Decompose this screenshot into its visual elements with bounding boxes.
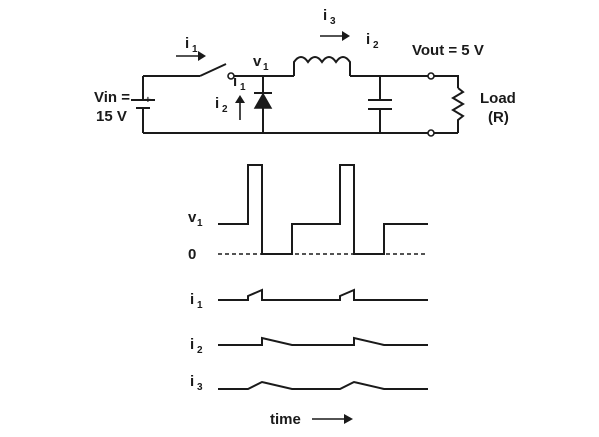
zero-label: 0 bbox=[188, 246, 196, 263]
time-arrow-icon bbox=[312, 414, 353, 424]
diode-triangle bbox=[253, 92, 273, 109]
vin-label: Vin = bbox=[94, 89, 130, 106]
i1-wave-label: i bbox=[190, 291, 194, 308]
i1-switch-sub: 1 bbox=[240, 82, 246, 93]
i1-top-sub: 1 bbox=[192, 44, 198, 55]
i2-inductor-label: i bbox=[366, 31, 370, 48]
v1-node-label: v bbox=[253, 53, 262, 70]
load-resistor bbox=[451, 87, 465, 133]
load-r-label: (R) bbox=[488, 109, 509, 126]
wire-to-load-top bbox=[434, 75, 459, 88]
v1-wave-label: v bbox=[188, 209, 197, 226]
circuit-schematic: Vin = 15 V + i 1 i 1 v 1 i 2 i 3 i 2 Vou… bbox=[94, 7, 516, 137]
vin-value: 15 V bbox=[96, 108, 127, 125]
i1-top-label: i bbox=[185, 35, 189, 52]
i2-wave-label: i bbox=[190, 336, 194, 353]
arrow-i2-up-icon bbox=[235, 95, 245, 120]
waveforms: v 1 0 i 1 i 2 i 3 time bbox=[188, 164, 428, 428]
i1-switch-label: i bbox=[233, 73, 237, 90]
vout-label: Vout = 5 V bbox=[412, 42, 484, 59]
v1-waveform bbox=[218, 164, 428, 255]
v1-node-sub: 1 bbox=[263, 62, 269, 73]
i2-wave-sub: 2 bbox=[197, 345, 203, 356]
output-terminal-bottom bbox=[427, 129, 435, 137]
inductor-coil bbox=[293, 56, 351, 76]
arrow-i3-icon bbox=[320, 31, 350, 41]
i2-diode-label: i bbox=[215, 95, 219, 112]
output-terminal-top bbox=[427, 72, 435, 80]
i2-diode-sub: 2 bbox=[222, 104, 228, 115]
i1-waveform bbox=[218, 288, 428, 301]
i3-waveform bbox=[218, 380, 428, 390]
i2-waveform bbox=[218, 336, 428, 346]
i1-wave-sub: 1 bbox=[197, 300, 203, 311]
switch-blade bbox=[199, 63, 227, 77]
i3-wave-label: i bbox=[190, 373, 194, 390]
i2-inductor-sub: 2 bbox=[373, 40, 379, 51]
time-label: time bbox=[270, 411, 301, 428]
battery-plus: + bbox=[145, 95, 151, 106]
v1-wave-sub: 1 bbox=[197, 218, 203, 229]
i3-sub: 3 bbox=[330, 16, 336, 27]
load-label: Load bbox=[480, 90, 516, 107]
i3-label: i bbox=[323, 7, 327, 24]
arrow-i1-icon bbox=[176, 51, 206, 61]
i3-wave-sub: 3 bbox=[197, 382, 203, 393]
